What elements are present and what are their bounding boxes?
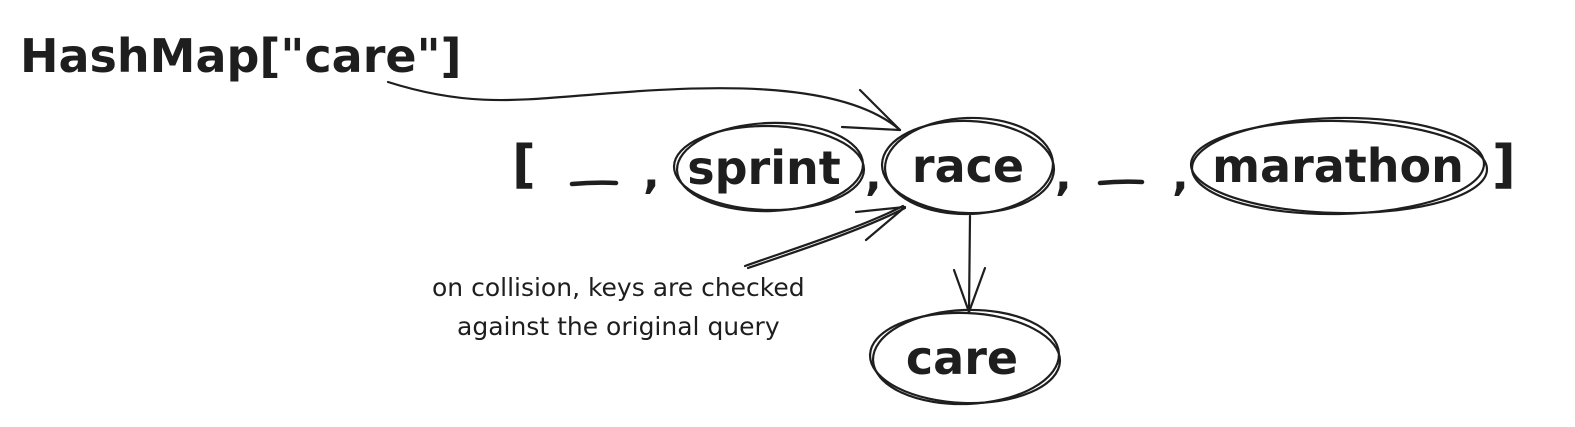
node-label-care: care (906, 331, 1018, 385)
array-close-bracket: ] (1492, 135, 1516, 195)
node-marathon: marathon (1189, 116, 1489, 216)
separator-4: , (1172, 150, 1189, 201)
empty-slot-0 (569, 180, 619, 187)
separator-3: , (1055, 150, 1072, 201)
node-race: race (880, 116, 1056, 216)
node-sprint: sprint (672, 121, 866, 213)
node-label-sprint: sprint (687, 141, 841, 195)
annotation-arrow (743, 204, 907, 270)
query-label: HashMap["care"] (20, 29, 462, 83)
collision-arrow (952, 214, 987, 314)
node-care: care (868, 308, 1062, 406)
node-label-race: race (912, 139, 1024, 193)
separator-2: , (865, 150, 882, 201)
separator-1: , (643, 148, 660, 199)
annotation-line-2: against the original query (457, 312, 780, 341)
annotation-line-1: on collision, keys are checked (432, 273, 805, 302)
node-label-marathon: marathon (1212, 139, 1464, 193)
query-arrow (386, 80, 902, 132)
empty-slot-3 (1097, 179, 1145, 186)
array-open-bracket: [ (512, 135, 536, 195)
